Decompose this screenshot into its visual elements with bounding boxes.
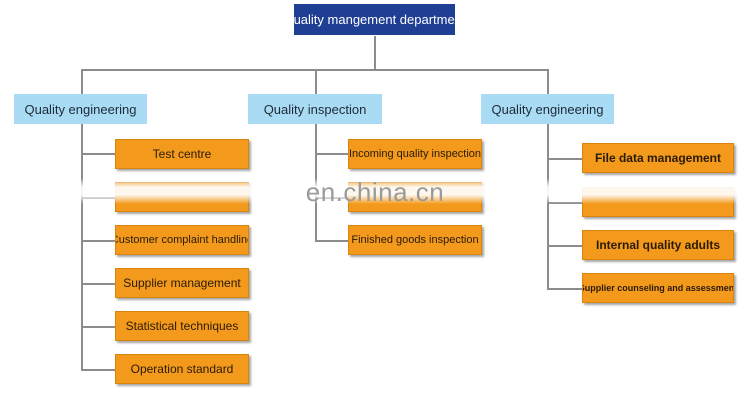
branch-2-tick-1: [315, 153, 348, 155]
branch-header-quality-inspection: Quality inspection: [248, 94, 382, 124]
watermark-text: en.china.cn: [305, 176, 445, 207]
branch-header-quality-engineering-left: Quality engineering: [14, 94, 147, 124]
node-statistical-techniques: Statistical techniques: [115, 311, 249, 341]
connector-top-vertical: [374, 36, 376, 70]
branch-1-tick-4: [81, 283, 115, 285]
connector-drop-2: [315, 69, 317, 95]
node-supplier-counseling-and-assessment: Supplier counseling and assessment: [582, 273, 734, 303]
node-incoming-quality-inspection: Incoming quality inspection: [348, 139, 482, 169]
node-internal-quality-adults: Internal quality adults: [582, 230, 734, 260]
branch-header-quality-engineering-right: Quality engineering: [481, 94, 614, 124]
node-file-data-management: File data management: [582, 143, 734, 173]
node-supplier-management: Supplier management: [115, 268, 249, 298]
branch-1-tick-6: [81, 369, 115, 371]
watermark-band: [0, 178, 750, 204]
node-operation-standard: Operation standard: [115, 354, 249, 384]
branch-3-spine: [547, 124, 549, 290]
branch-1-tick-3: [81, 240, 115, 242]
node-finished-goods-inspection: Finished goods inspection: [348, 225, 482, 255]
branch-3-tick-4: [547, 288, 582, 290]
branch-3-tick-3: [547, 245, 582, 247]
branch-1-tick-5: [81, 326, 115, 328]
connector-drop-3: [547, 69, 549, 95]
node-customer-complaint-handling: Customer complaint handling: [115, 225, 249, 255]
branch-1-tick-1: [81, 153, 115, 155]
branch-3-tick-1: [547, 158, 582, 160]
branch-2-tick-3: [315, 240, 348, 242]
node-test-centre: Test centre: [115, 139, 249, 169]
branch-1-spine: [81, 124, 83, 371]
top-department-box: Quality mangement department: [294, 4, 455, 35]
connector-drop-1: [81, 69, 83, 95]
connector-horizontal: [81, 69, 548, 71]
